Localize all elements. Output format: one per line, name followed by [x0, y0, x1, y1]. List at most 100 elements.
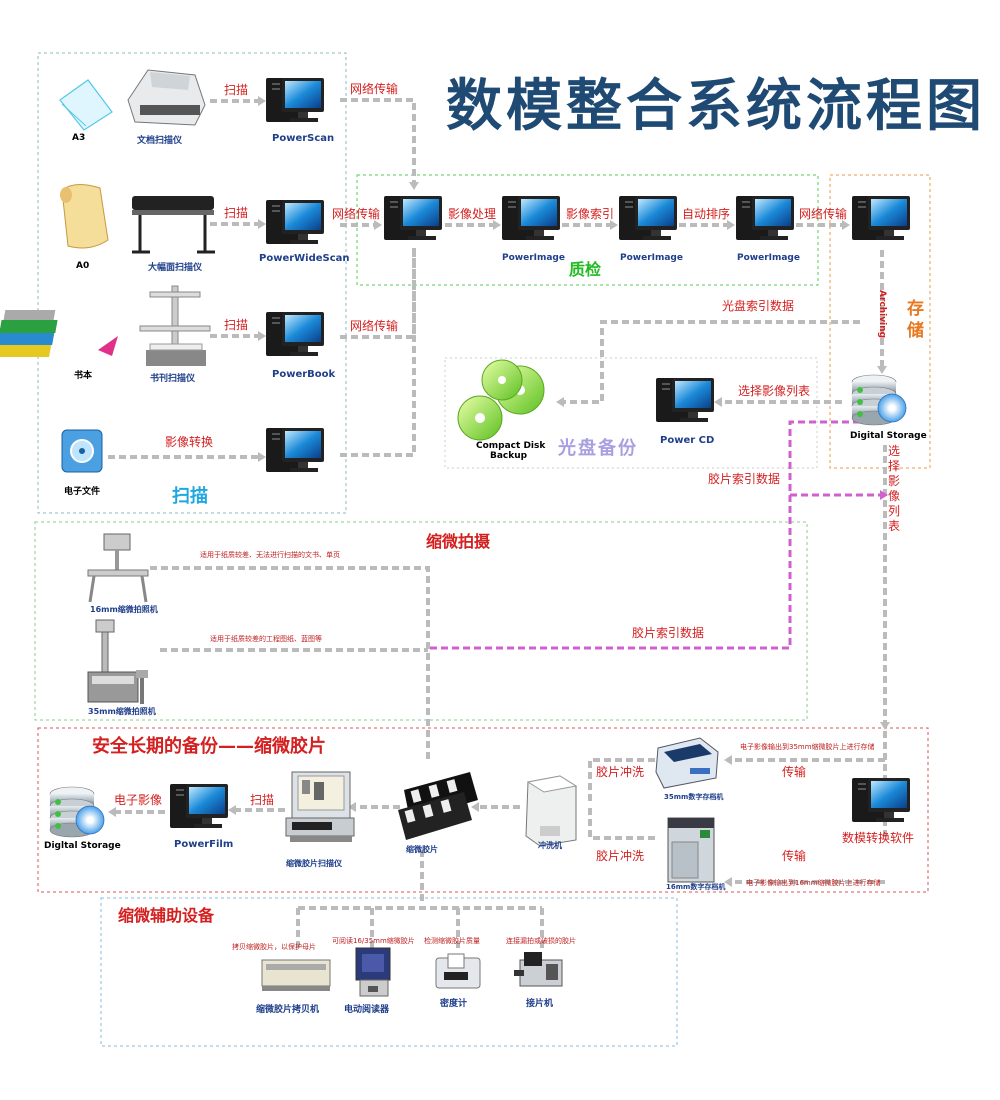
- reader-note: 可阅读16/35mm缩微胶片: [332, 937, 415, 945]
- storage-pc-icon: [852, 196, 910, 240]
- efile-pc-icon: [266, 428, 324, 472]
- section-qc: 质检: [569, 260, 602, 279]
- copier-note: 拷贝缩微胶片，以保护母片: [232, 943, 316, 951]
- book-stack-icon: [0, 310, 118, 357]
- powerimage1-label: PowerImage: [502, 253, 565, 263]
- edge-transfer-2: 传输: [782, 849, 807, 863]
- densitometer-label: 密度计: [440, 999, 468, 1009]
- aux-section-box: [100, 897, 678, 1047]
- powerbook-label: PowerBook: [272, 369, 336, 380]
- cd-section-box: [444, 357, 818, 469]
- edge-net-3: 网络传输: [350, 319, 399, 333]
- camera-35mm-icon: [87, 619, 148, 704]
- electronic-file-icon: [61, 429, 103, 473]
- convert-pc-icon: [852, 778, 910, 822]
- reader-label: 电动阅读器: [344, 1005, 390, 1015]
- edge-net-4: 网络传输: [799, 207, 848, 221]
- recorder35-label: 35mm数字存档机: [664, 793, 724, 801]
- film-scanner-icon: [285, 771, 355, 842]
- powerimage3-label: PowerImage: [737, 253, 800, 263]
- digital-storage-bottom-icon: [49, 786, 105, 838]
- edge-scan-1: 扫描: [224, 83, 249, 97]
- connectors: [108, 98, 887, 950]
- out35-label: 电子影像输出到35mm缩微胶片上进行存储: [740, 743, 875, 751]
- edge-e-image: 电子影像: [114, 793, 163, 807]
- cam35-label: 35mm缩微拍照机: [88, 707, 156, 716]
- edge-image-convert: 影像转换: [165, 435, 214, 449]
- splicer-note: 连接漏拍或破损的胶片: [506, 937, 576, 945]
- a0-scroll-icon: [60, 184, 109, 249]
- copier-label: 缩微胶片拷贝机: [256, 1005, 320, 1015]
- book-scanner-icon: [139, 285, 211, 366]
- densitometer-note: 检测缩微胶片质量: [424, 937, 480, 945]
- powercd-label: Power CD: [660, 435, 715, 446]
- section-microfilm: 缩微拍摄: [426, 532, 491, 551]
- section-aux: 缩微辅助设备: [118, 906, 215, 925]
- storage-section-box: [829, 174, 931, 469]
- out16-label: 电子影像输出到16mm缩微胶片上进行存储: [746, 879, 881, 887]
- edge-develop-2: 胶片冲洗: [596, 849, 645, 863]
- wide-format-scanner-icon: [132, 196, 215, 254]
- edge-net-1: 网络传输: [350, 82, 399, 96]
- powerscan-label: PowerScan: [272, 133, 335, 144]
- edge-film-index-2: 胶片索引数据: [632, 626, 705, 640]
- a0-label: A0: [76, 261, 90, 271]
- powerfilm-pc-icon: [170, 784, 228, 828]
- section-longterm: 安全长期的备份——缩微胶片: [92, 736, 326, 757]
- edge-cd-index: 光盘索引数据: [722, 299, 795, 313]
- a3-paper-icon: [59, 79, 113, 131]
- edge-film-index-1: 胶片索引数据: [708, 472, 781, 486]
- powerimage2-pc-icon: [619, 196, 677, 240]
- powerimage3-pc-icon: [736, 196, 794, 240]
- section-cd-backup: 光盘备份: [558, 438, 638, 459]
- edge-select-list: 选择影像列表: [738, 384, 811, 398]
- processor-icon: [525, 775, 578, 847]
- section-scan: 扫描: [172, 486, 208, 507]
- edge-develop-1: 胶片冲洗: [596, 765, 645, 779]
- a3-label: A3: [72, 133, 86, 143]
- longterm-section-box: [37, 727, 929, 893]
- digital-storage-label: Digital Storage: [850, 431, 927, 441]
- recorder16-label: 16mm数字存档机: [666, 883, 726, 891]
- edge-image-index: 影像索引: [566, 207, 615, 221]
- digital-storage2-label: Digltal Storage: [44, 841, 121, 851]
- arrowheads: [108, 96, 890, 887]
- wide-scanner-label: 大幅面扫描仪: [148, 263, 203, 273]
- powercd-pc-icon: [656, 378, 714, 422]
- edge-archiving: Archiving: [877, 290, 887, 339]
- powerwidescan-label: PowerWideScan: [259, 253, 350, 264]
- splicer-label: 接片机: [526, 999, 554, 1009]
- film-scanner-label: 缩微胶片扫描仪: [286, 859, 342, 868]
- splicer-icon: [514, 952, 563, 987]
- backup-label: Backup: [490, 451, 528, 461]
- cam16-label: 16mm缩微拍照机: [90, 605, 158, 614]
- edge-scan-film: 扫描: [250, 793, 275, 807]
- note-16mm: 适用于纸质较差、无法进行扫描的文书、单页: [200, 551, 340, 559]
- compact-disk-icon: [457, 359, 545, 441]
- edge-scan-2: 扫描: [224, 206, 249, 220]
- edge-net-2: 网络传输: [332, 207, 381, 221]
- section-storage: 存储: [907, 299, 924, 341]
- recorder-16mm-icon: [667, 817, 715, 883]
- note-35mm: 适用于纸质较差的工程图纸、蓝图等: [210, 635, 322, 643]
- powerimage1-pc-icon: [502, 196, 560, 240]
- film-copier-icon: [261, 959, 331, 991]
- edge-image-proc: 影像处理: [448, 207, 497, 221]
- microfilm-reel-icon: [398, 772, 478, 840]
- convert-sw-label: 数模转换软件: [842, 831, 915, 845]
- book-label: 书本: [74, 371, 93, 381]
- page-title: 数模整合系统流程图: [446, 73, 986, 139]
- book-scanner-label: 书刊扫描仪: [150, 374, 196, 384]
- edge-scan-3: 扫描: [224, 318, 249, 332]
- recorder-35mm-icon: [655, 737, 719, 789]
- reader-icon: [355, 947, 391, 997]
- net-pc-icon: [384, 196, 442, 240]
- powerbook-pc-icon: [266, 312, 324, 356]
- powerwidescan-pc-icon: [266, 200, 324, 244]
- film-index-path: [430, 420, 860, 650]
- qc-section-box: [356, 174, 819, 286]
- powerscan-pc-icon: [266, 78, 324, 122]
- edge-auto-sort: 自动排序: [682, 207, 731, 221]
- processor-label: 冲洗机: [538, 841, 562, 850]
